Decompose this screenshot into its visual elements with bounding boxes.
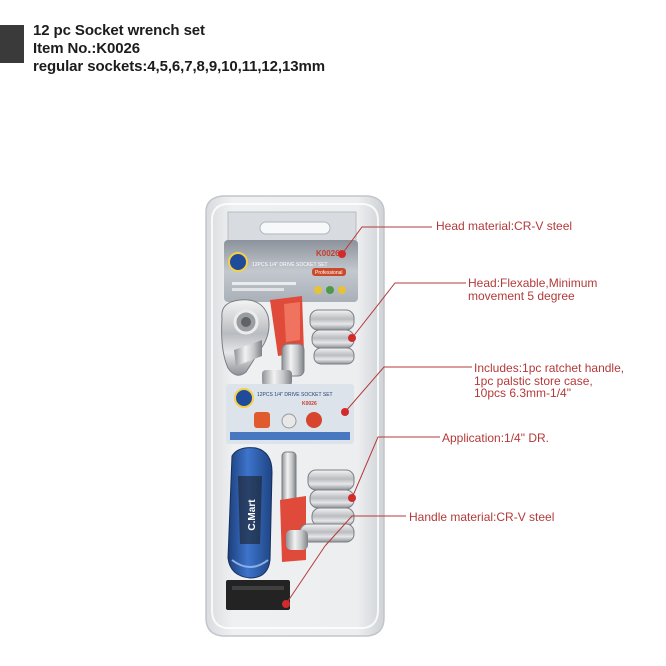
ratchet-handle: C.Mart	[227, 447, 273, 579]
card-badge: Professional	[315, 270, 343, 276]
callout-application: Application:1/4" DR.	[442, 431, 549, 445]
leader-handle-material-tail	[285, 545, 326, 605]
leader-head-material	[341, 226, 432, 255]
callout-handle-material: Handle material:CR-V steel	[409, 510, 555, 524]
dot-includes	[341, 408, 349, 416]
dot-head-material	[338, 250, 346, 258]
socket-sizes: regular sockets:4,5,6,7,8,9,10,11,12,13m…	[33, 58, 325, 75]
dot-head	[348, 334, 356, 342]
item-number: Item No.:K0026	[33, 40, 140, 57]
leader-dots	[282, 250, 356, 608]
insert-code: K0026	[302, 401, 317, 407]
leader-application	[351, 436, 440, 499]
leader-lines	[285, 226, 472, 605]
callout-head-line1: Head:Flexable,Minimum	[468, 276, 598, 290]
dot-application	[348, 494, 356, 502]
insert-title: 12PCS 1/4" DRIVE SOCKET SET	[257, 392, 333, 398]
package-base	[226, 580, 290, 610]
ratchet-head	[221, 299, 270, 376]
product-title: 12 pc Socket wrench set	[33, 22, 205, 39]
card-title: 12PCS 1/4" DRIVE SOCKET SET	[252, 262, 328, 268]
callout-includes-line3: 10pcs 6.3mm-1/4"	[474, 386, 571, 400]
callout-includes: Includes:1pc ratchet handle, 1pc palstic…	[474, 362, 624, 400]
handle-brand: C.Mart	[247, 499, 258, 531]
leader-head	[351, 282, 466, 339]
callout-includes-line2: 1pc palstic store case,	[474, 373, 593, 388]
callout-head-line2: movement 5 degree	[468, 288, 575, 303]
corner-mark	[0, 25, 24, 63]
sockets-top	[262, 309, 355, 386]
leader-handle-material	[324, 515, 406, 547]
callout-includes-line1: Includes:1pc ratchet handle,	[474, 361, 625, 375]
sockets-bottom	[280, 451, 355, 562]
socket-rack-top	[270, 296, 304, 356]
card-model-code: K0026	[316, 249, 340, 258]
leader-includes	[344, 366, 472, 413]
product-header: 12 pc Socket wrench set Item No.:K0026 r…	[33, 22, 325, 76]
dot-handle-material	[282, 600, 290, 608]
insert-card: 12PCS 1/4" DRIVE SOCKET SET K0026	[226, 384, 354, 444]
callout-head-material: Head material:CR-V steel	[436, 219, 573, 233]
callout-head: Head:Flexable,Minimum movement 5 degree	[468, 277, 597, 302]
top-card: K0026 12PCS 1/4" DRIVE SOCKET SET Profes…	[224, 240, 358, 302]
